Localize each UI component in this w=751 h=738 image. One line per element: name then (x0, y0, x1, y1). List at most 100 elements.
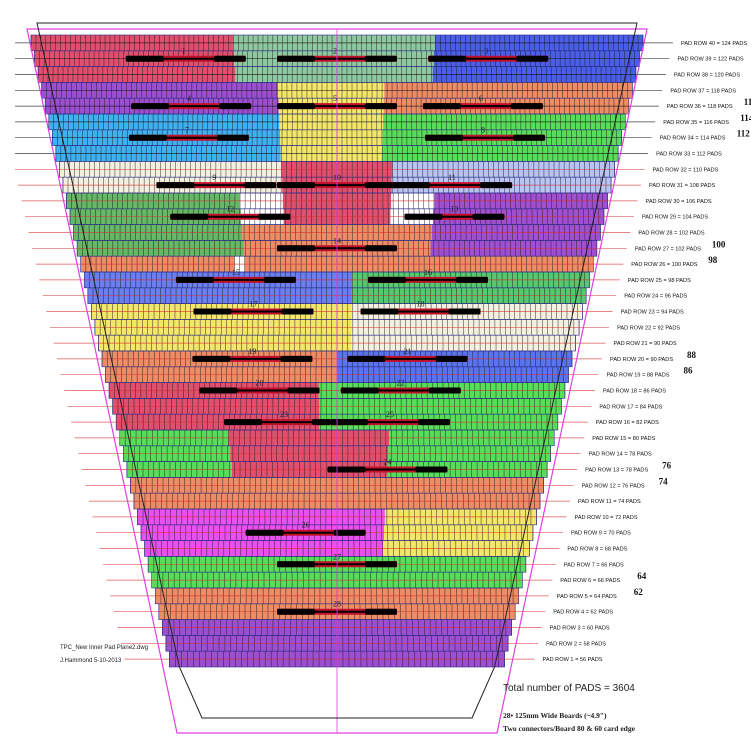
connector-80-pin (392, 182, 431, 189)
board-number-label: 21 (404, 347, 412, 356)
pad-row-label: PAD ROW 19 = 88 PADS (606, 373, 669, 379)
pad-row-count-note: 74 (659, 476, 669, 486)
connector-60-pin (448, 308, 481, 315)
connector-60-pin (415, 466, 448, 473)
connector-80-pin (404, 213, 443, 220)
connector-80-pin (277, 561, 315, 568)
connector-80-pin (170, 213, 209, 220)
connector-60-pin (365, 103, 397, 110)
connector-80-pin (347, 355, 386, 362)
connector-60-pin (244, 182, 277, 189)
pad-row-count-note: 62 (634, 587, 644, 597)
pad-row-label: PAD ROW 35 = 116 PADS (663, 120, 729, 126)
board-number-label: 7 (185, 126, 189, 135)
pad-row-count-note: 100 (712, 239, 726, 249)
board-number-label: 8 (481, 126, 485, 135)
pad-row-label: PAD ROW 18 = 86 PADS (603, 389, 666, 395)
connector-80-pin (329, 419, 368, 426)
pad-row-label: PAD ROW 37 = 118 PADS (670, 88, 736, 94)
board-number-label: 2 (333, 47, 337, 56)
total-pads-note: Total number of PADS = 3604 (503, 683, 635, 694)
board-number-label: 12 (226, 205, 234, 214)
connector-80-pin (192, 355, 231, 362)
board-number-label: 22 (397, 379, 405, 388)
pad-row-label: PAD ROW 25 = 98 PADS (628, 278, 691, 284)
outline (26, 22, 648, 734)
pad-row-label: PAD ROW 24 = 96 PADS (624, 294, 687, 300)
connector-60-pin (333, 529, 366, 536)
connector-80-pin (277, 245, 315, 252)
connector-60-pin (365, 182, 397, 189)
pad-row-label: PAD ROW 9 = 70 PADS (571, 531, 631, 537)
connector-80-pin (277, 55, 315, 62)
connector-80-pin (277, 182, 315, 189)
connector-80-pin (367, 276, 406, 283)
connector-80-pin (425, 134, 464, 141)
pad-row-count-note: 76 (662, 461, 672, 471)
connector-60-pin (281, 308, 314, 315)
connector-60-pin (428, 387, 461, 394)
pad-row-label: PAD ROW 6 = 66 PADS (560, 578, 620, 584)
connector-80-pin (156, 182, 195, 189)
connector-80-pin (199, 387, 238, 394)
connector-60-pin (480, 182, 513, 189)
pad-row-label: PAD ROW 3 = 60 PADS (550, 626, 610, 632)
pad-row-label: PAD ROW 31 = 108 PADS (649, 183, 715, 189)
boards-note: 28• 125mm Wide Boards (~4.9") (503, 711, 607, 720)
board-number-label: 1 (182, 47, 186, 56)
pad-row-count-note: 98 (708, 255, 718, 265)
pad-row-count-note: 86 (683, 366, 693, 376)
pad-row-label: PAD ROW 11 = 74 PADS (578, 499, 641, 505)
pad-row-label: PAD ROW 29 = 104 PADS (642, 215, 708, 221)
connector-60-pin (216, 134, 249, 141)
board-number-label: 24 (383, 458, 391, 467)
sector-outline-magenta (26, 28, 648, 734)
row-leader-lines (15, 42, 673, 660)
author-date-note: J.Hammond 5-10-2013 (60, 658, 122, 664)
pad-row-label: PAD ROW 7 = 66 PADS (564, 562, 624, 568)
connector-60-pin (365, 561, 397, 568)
connector-60-pin (258, 213, 291, 220)
board-number-label: 19 (248, 347, 256, 356)
connector-60-pin (435, 355, 468, 362)
connector-60-pin (365, 55, 397, 62)
pad-row-label: PAD ROW 16 = 82 PADS (596, 420, 659, 426)
connector-80-pin (193, 308, 232, 315)
pad-row-label: PAD ROW 28 = 102 PADS (638, 231, 704, 237)
board-number-label: 5 (333, 94, 337, 103)
connector-60-pin (516, 55, 549, 62)
pad-row-label: PAD ROW 1 = 56 PADS (543, 657, 603, 663)
pad-row-label: PAD ROW 14 = 78 PADS (589, 452, 652, 458)
pad-row-label: PAD ROW 23 = 94 PADS (621, 310, 684, 316)
board-number-label: 3 (484, 47, 488, 56)
connectors-note: Two connectors/Board 80 & 60 card edge (503, 724, 635, 733)
connector-60-pin (280, 355, 313, 362)
pad-row-label: PAD ROW 22 = 92 PADS (617, 325, 680, 331)
connector-60-pin (287, 387, 320, 394)
pad-row-count-note: 116 (744, 97, 751, 107)
connector-60-pin (365, 245, 397, 252)
board-number-label: 6 (479, 94, 483, 103)
connector-80-pin (175, 276, 214, 283)
board-number-label: 4 (187, 94, 191, 103)
file-name-note: TPC_New Inner Pad Plane2.dwg (60, 645, 149, 651)
connector-60-pin (417, 419, 450, 426)
pad-row-label: PAD ROW 5 = 64 PADS (557, 594, 617, 600)
pad-row-count-note: 64 (637, 571, 647, 581)
pad-row-label: PAD ROW 39 = 122 PADS (677, 57, 743, 63)
connector-60-pin (219, 103, 252, 110)
connector-80-pin (428, 55, 467, 62)
connector-80-pin (277, 608, 315, 615)
pad-row-label: PAD ROW 36 = 118 PADS (667, 104, 733, 110)
pad-row-label: PAD ROW 33 = 112 PADS (656, 152, 722, 158)
board-number-label: 13 (450, 205, 458, 214)
pad-row-count-note: 88 (687, 350, 697, 360)
connector-80-pin (128, 134, 167, 141)
connector-80-pin (224, 419, 263, 426)
board-number-label: 9 (212, 173, 216, 182)
pad-row-label: PAD ROW 17 = 84 PADS (599, 404, 662, 410)
board-number-label: 23 (280, 410, 288, 419)
connector-80-pin (340, 387, 379, 394)
pad-row-label: PAD ROW 32 = 110 PADS (653, 167, 719, 173)
